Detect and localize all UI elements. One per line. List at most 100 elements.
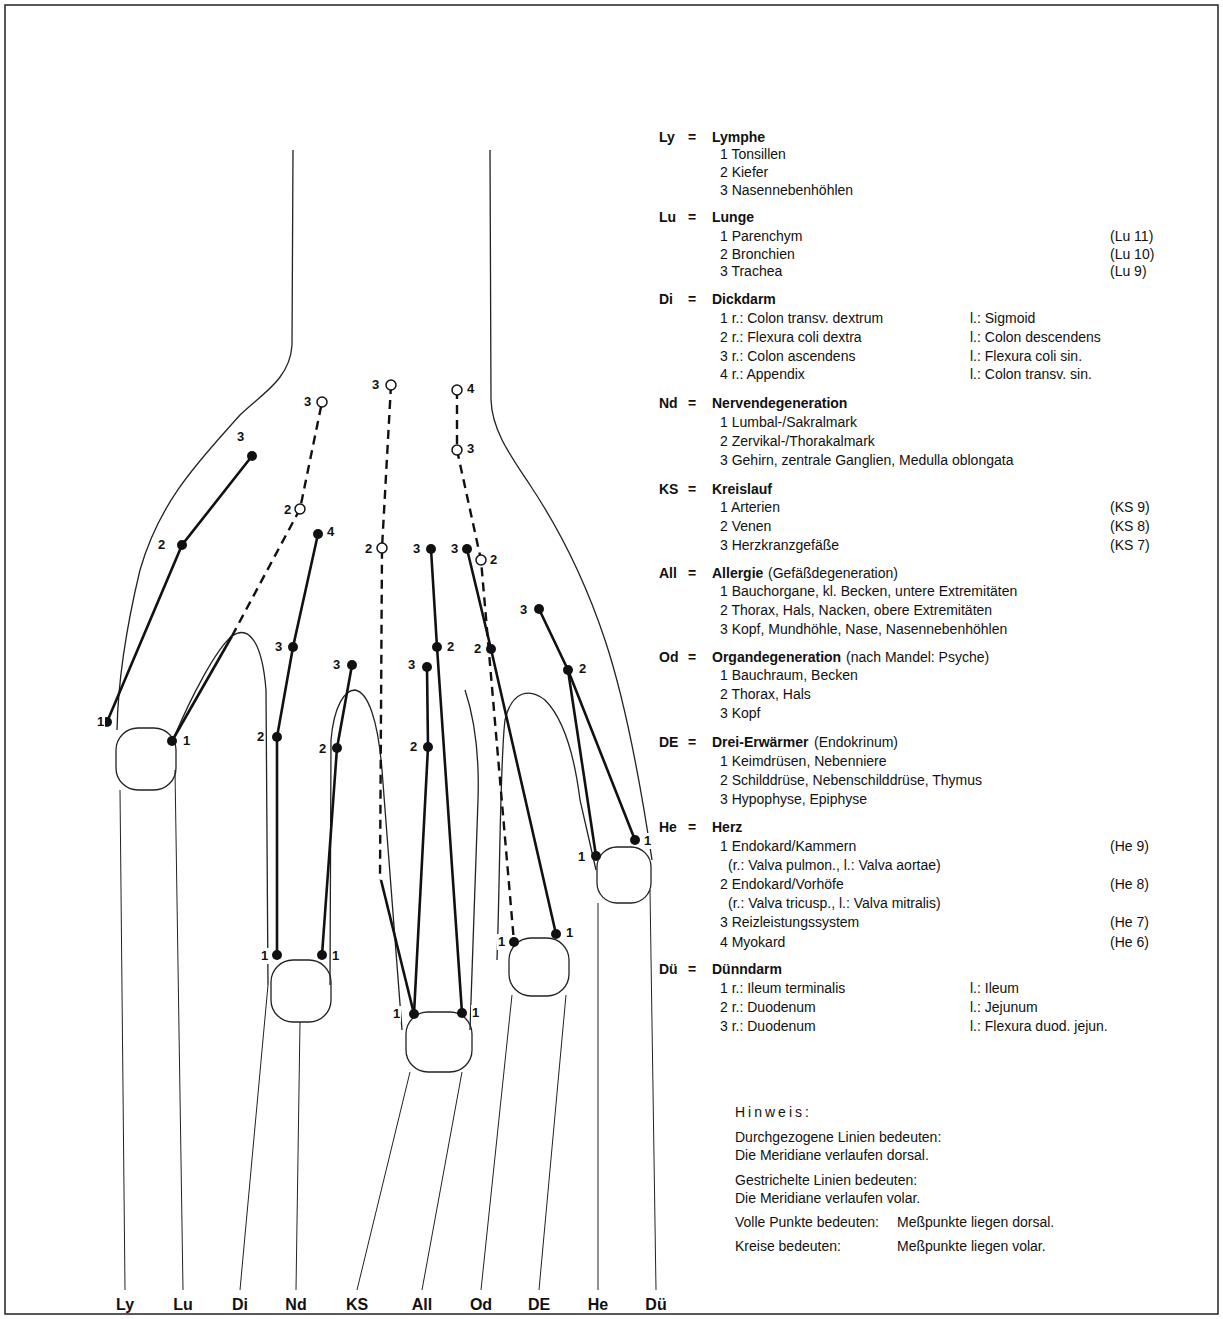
legend-text: (nach Mandel: Psyche) — [846, 649, 989, 665]
legend-text: 2 Thorax, Hals — [720, 686, 811, 702]
legend-text: 3 r.: Colon ascendens — [720, 348, 855, 364]
callout-number: 1 — [643, 833, 652, 849]
legend-text: (r.: Valva pulmon., l.: Valva aortae) — [728, 857, 941, 873]
legend-text: = — [688, 819, 696, 835]
legend-text: (Lu 9) — [1110, 263, 1147, 279]
legend-text: (KS 8) — [1110, 518, 1150, 534]
legend-text: KS — [659, 481, 678, 497]
frame — [5, 5, 1218, 1314]
legend-text: l.: Sigmoid — [970, 310, 1035, 326]
legend-text: (Endokrinum) — [814, 734, 898, 750]
legend-text: 1 Lumbal-/Sakralmark — [720, 414, 857, 430]
meridian-name: He — [588, 1297, 608, 1313]
legend-text: Nd — [659, 395, 678, 411]
meridian-name: Dü — [645, 1297, 666, 1313]
legend-text: (r.: Valva tricusp., l.: Valva mitralis) — [728, 895, 941, 911]
meridian-name: KS — [346, 1297, 368, 1313]
meridian-name: DE — [528, 1297, 550, 1313]
callout-number: 3 — [274, 639, 283, 655]
legend-text: 3 Nasennebenhöhlen — [720, 182, 853, 198]
legend-text: Drei-Erwärmer — [712, 734, 809, 750]
callout-number: 2 — [578, 661, 587, 677]
legend-text: (Lu 11) — [1110, 228, 1153, 244]
legend-text: (KS 7) — [1110, 537, 1150, 553]
legend-text: Kreislauf — [712, 481, 772, 497]
callout-number: 3 — [450, 541, 459, 557]
callout-number: 1 — [577, 849, 586, 865]
legend-text: (He 9) — [1110, 838, 1149, 854]
callout-number: 2 — [489, 552, 498, 568]
callout-number: 3 — [519, 602, 528, 618]
legend-text: l.: Flexura duod. jejun. — [970, 1018, 1108, 1034]
legend-text: 3 Kopf — [720, 705, 760, 721]
legend-text: 1 Arterien — [720, 499, 780, 515]
callout-number: 1 — [471, 1005, 480, 1021]
legend-text: 1 Keimdrüsen, Nebenniere — [720, 753, 887, 769]
legend-text: Meßpunkte liegen dorsal. — [897, 1214, 1054, 1230]
legend-text: l.: Ileum — [970, 980, 1019, 996]
legend-text: 2 Endokard/Vorhöfe — [720, 876, 844, 892]
lead-lines — [120, 770, 656, 1290]
legend-text: 3 Hypophyse, Epiphyse — [720, 791, 867, 807]
callout-number: 1 — [182, 733, 191, 749]
meridian-name: Od — [470, 1297, 492, 1313]
legend-text: l.: Colon transv. sin. — [970, 366, 1092, 382]
callout-number: 3 — [303, 394, 312, 410]
legend-text: Kreise bedeuten: — [735, 1238, 841, 1254]
legend-text: Durchgezogene Linien bedeuten: — [735, 1129, 941, 1145]
meridians-volar — [232, 385, 514, 942]
meridian-name: Ly — [116, 1297, 134, 1313]
legend-text: All — [659, 565, 677, 581]
callout-number: 4 — [326, 524, 335, 540]
callout-number: 1 — [497, 934, 506, 950]
legend-text: (Lu 10) — [1110, 246, 1154, 262]
callout-number: 2 — [409, 739, 418, 755]
legend-text: Hinweis: — [735, 1104, 812, 1120]
legend-text: 3 Herzkranzgefäße — [720, 537, 839, 553]
legend-text: Dickdarm — [712, 291, 776, 307]
legend-text: (He 7) — [1110, 914, 1149, 930]
legend-text: 1 Tonsillen — [720, 146, 786, 162]
legend-text: Organdegeneration — [712, 649, 841, 665]
legend-text: 2 Kiefer — [720, 164, 768, 180]
legend-text: = — [688, 734, 696, 750]
legend-text: Nervendegeneration — [712, 395, 847, 411]
legend-text: 1 Bauchraum, Becken — [720, 667, 858, 683]
callout-number: 1 — [331, 948, 340, 964]
meridians-dorsal — [107, 456, 635, 1014]
legend-text: = — [688, 209, 696, 225]
legend-text: Lymphe — [712, 129, 765, 145]
legend-text: DE — [659, 734, 678, 750]
callout-number: 2 — [157, 537, 166, 553]
legend-text: = — [688, 291, 696, 307]
legend-text: 3 r.: Duodenum — [720, 1018, 816, 1034]
legend-text: Meßpunkte liegen volar. — [897, 1238, 1046, 1254]
legend-text: 2 Thorax, Hals, Nacken, obere Extremität… — [720, 602, 992, 618]
legend-text: Od — [659, 649, 678, 665]
callout-number: 2 — [318, 741, 327, 757]
legend-text: = — [688, 481, 696, 497]
legend-text: 3 Reizleistungssystem — [720, 914, 859, 930]
legend-text: 3 Gehirn, zentrale Ganglien, Medulla obl… — [720, 452, 1013, 468]
callout-number: 2 — [256, 729, 265, 745]
callout-number: 2 — [283, 502, 292, 518]
meridian-name: Lu — [173, 1297, 193, 1313]
points-dorsal — [102, 451, 640, 1019]
legend-text: 1 r.: Colon transv. dextrum — [720, 310, 883, 326]
legend-text: He — [659, 819, 677, 835]
meridian-name: All — [412, 1297, 432, 1313]
legend-text: 4 r.: Appendix — [720, 366, 805, 382]
legend-text: Volle Punkte bedeuten: — [735, 1214, 879, 1230]
callout-number: 3 — [466, 441, 475, 457]
legend-text: l.: Colon descendens — [970, 329, 1101, 345]
legend-text: 1 Bauchorgane, kl. Becken, untere Extrem… — [720, 583, 1017, 599]
legend-text: Dünndarm — [712, 961, 782, 977]
legend-text: Die Meridiane verlaufen dorsal. — [735, 1147, 929, 1163]
legend-text: (He 6) — [1110, 934, 1149, 950]
legend-text: = — [688, 565, 696, 581]
legend-text: Herz — [712, 819, 742, 835]
callout-number: 1 — [260, 948, 269, 964]
legend-text: 3 Kopf, Mundhöhle, Nase, Nasennebenhöhle… — [720, 621, 1007, 637]
meridian-name: Di — [232, 1297, 248, 1313]
callout-number: 3 — [371, 377, 380, 393]
